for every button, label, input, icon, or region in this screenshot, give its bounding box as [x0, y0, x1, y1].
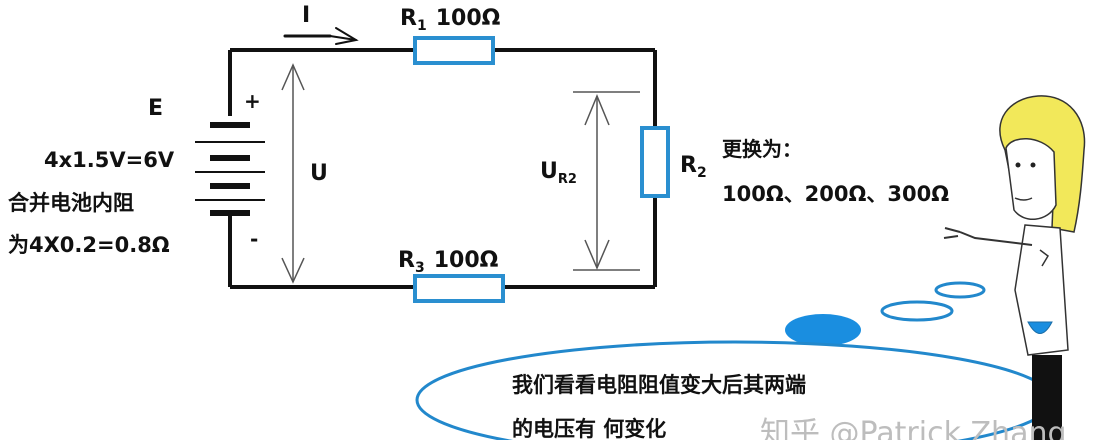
person-face — [1005, 137, 1057, 220]
watermark-text: 知乎 @Patrick Zhang — [760, 416, 1067, 440]
r2-label: R2 — [680, 153, 707, 181]
current-arrow — [283, 27, 359, 45]
voltage-u-arrow — [281, 63, 305, 284]
person-pocket — [1027, 321, 1053, 334]
cartoon-person-illustration — [943, 95, 1086, 440]
voltage-ur2-arrow — [573, 91, 640, 271]
replace-values-label: 100Ω、200Ω、300Ω — [722, 182, 949, 206]
bubble-text-line2: 的电压有 何变化 — [512, 417, 666, 440]
resistor-r3 — [413, 274, 505, 303]
person-arm — [959, 231, 1033, 246]
circuit-wires — [228, 48, 657, 289]
battery-plus-label: + — [244, 89, 261, 113]
thought-bubble-filled — [785, 314, 861, 346]
source-name-label: E — [148, 96, 163, 121]
person-legs — [1032, 355, 1062, 440]
person-hand — [943, 227, 961, 239]
replace-title-label: 更换为： — [722, 137, 802, 161]
bubble-text-line1: 我们看看电阻阻值变大后其两端 — [512, 373, 806, 397]
battery-symbol — [195, 122, 265, 216]
resistor-r1 — [413, 36, 495, 65]
internal-resistance-line1: 合并电池内阻 — [8, 191, 134, 215]
current-label: I — [302, 3, 310, 28]
voltage-ur2-label: UR2 — [540, 159, 577, 187]
voltage-u-label: U — [310, 161, 328, 186]
source-formula-label: 4x1.5V=6V — [44, 148, 175, 172]
battery-minus-label: - — [250, 227, 258, 251]
thought-bubble-medium — [880, 300, 954, 322]
internal-resistance-line2: 为4X0.2=0.8Ω — [8, 233, 170, 257]
resistor-r2 — [640, 126, 670, 198]
thought-bubble-small — [934, 281, 986, 299]
